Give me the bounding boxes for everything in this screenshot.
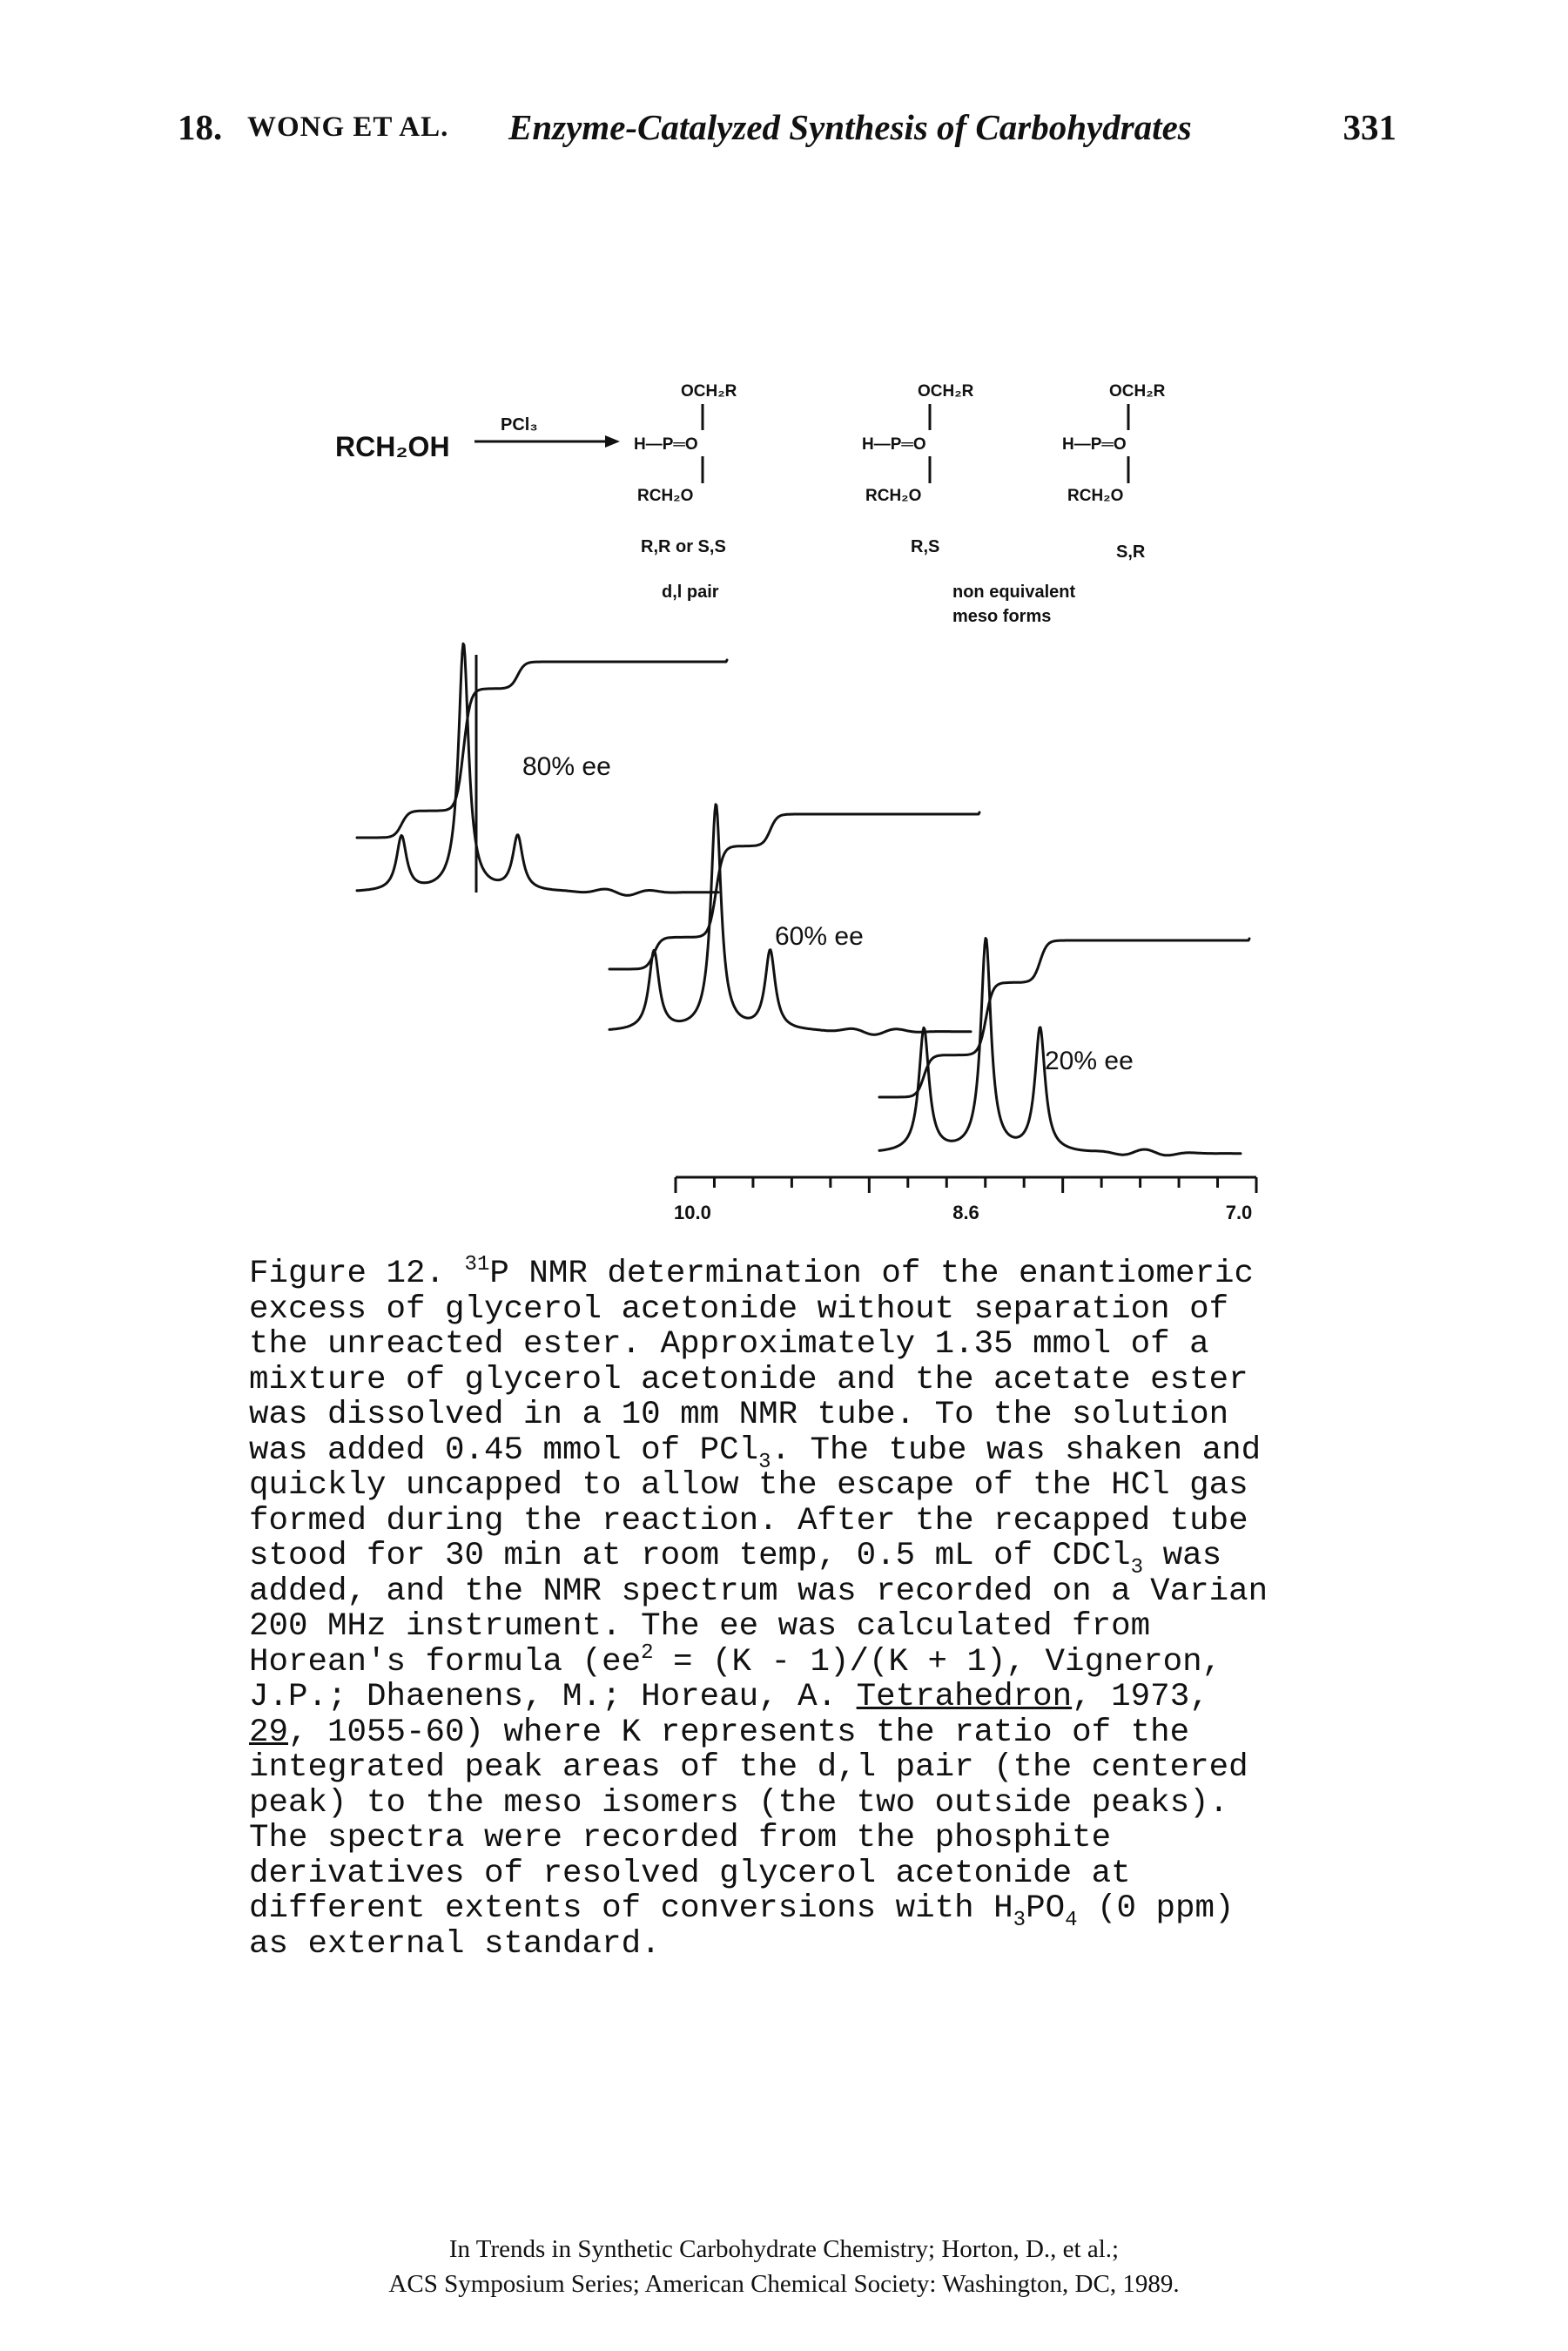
caption-line: 29, 1055-60) where K represents the rati…	[249, 1714, 1190, 1751]
reaction-scheme: RCH₂OH PCl₃ OCH₂R H—P═O RCH₂O R,R or S,S…	[335, 382, 1166, 626]
integral-trace	[608, 811, 981, 971]
structure-rs-top: OCH₂R	[918, 382, 974, 401]
caption-line: J.P.; Dhaenens, M.; Horeau, A. Tetrahedr…	[249, 1679, 1209, 1715]
caption-line: formed during the reaction. After the re…	[249, 1502, 1248, 1539]
structure-dl-middle: H—P═O	[634, 435, 698, 454]
label-rr-ss: R,R or S,S	[641, 537, 726, 556]
spectrum-2: 60% ee	[608, 803, 981, 1036]
page-number: 331	[1343, 107, 1397, 147]
figure-caption: Figure 12. 31P NMR determination of the …	[249, 1253, 1381, 1963]
spectrum-trace	[878, 937, 1242, 1157]
caption-line: integrated peak areas of the d,l pair (t…	[249, 1749, 1248, 1786]
figure-svg: RCH₂OH PCl₃ OCH₂R H—P═O RCH₂O R,R or S,S…	[335, 382, 1258, 1223]
spectrum-trace	[608, 803, 972, 1036]
structure-sr-top: OCH₂R	[1109, 382, 1166, 401]
spectrum-3: 20% ee	[878, 937, 1251, 1157]
footer-line-1: In Trends in Synthetic Carbohydrate Chem…	[448, 2235, 1120, 2263]
reagent-label: PCl₃	[501, 415, 538, 434]
ee-label: 20% ee	[1045, 1047, 1134, 1075]
caption-line: excess of glycerol acetonide without sep…	[249, 1290, 1229, 1328]
caption-line: as external standard.	[249, 1925, 661, 1963]
nmr-spectra: 80% ee 60% ee 20% ee	[355, 642, 1251, 1157]
caption-line: added, and the NMR spectrum was recorded…	[249, 1573, 1269, 1610]
chapter-authors: WONG ET AL.	[247, 111, 449, 143]
chapter-number: 18.	[178, 107, 223, 147]
caption-line: mixture of glycerol acetonide and the ac…	[249, 1361, 1248, 1398]
label-sr: S,R	[1116, 542, 1146, 562]
structure-sr-middle: H—P═O	[1062, 435, 1127, 454]
reaction-arrow-head	[605, 435, 620, 448]
x-tick-label: 7.0	[1226, 1202, 1253, 1223]
structure-rs-bottom: RCH₂O	[865, 487, 921, 505]
caption-line: The spectra were recorded from the phosp…	[249, 1820, 1112, 1856]
caption-line: was added 0.45 mmol of PCl3. The tube wa…	[249, 1431, 1262, 1474]
caption-line: derivatives of resolved glycerol acetoni…	[249, 1855, 1131, 1892]
label-dl-pair: d,l pair	[662, 583, 719, 602]
structure-dl-bottom: RCH₂O	[637, 487, 693, 505]
structure-dl-top: OCH₂R	[681, 382, 737, 401]
caption-line: stood for 30 min at room temp, 0.5 mL of…	[249, 1538, 1222, 1580]
structure-sr: OCH₂R H—P═O RCH₂O S,R	[1062, 382, 1166, 562]
caption-line: 200 MHz instrument. The ee was calculate…	[249, 1608, 1151, 1645]
caption-line: the unreacted ester. Approximately 1.35 …	[249, 1326, 1209, 1363]
label-rs: R,S	[911, 537, 939, 556]
x-axis: 10.0 8.6 7.0	[674, 1176, 1258, 1223]
spectrum-trace	[355, 642, 720, 897]
structure-rs-middle: H—P═O	[862, 435, 926, 454]
running-head: 18. WONG ET AL. Enzyme-Catalyzed Synthes…	[178, 106, 1396, 155]
label-meso-line1: non equivalent	[952, 583, 1075, 602]
caption-line: quickly uncapped to allow the escape of …	[249, 1467, 1248, 1504]
structure-rs: OCH₂R H—P═O RCH₂O R,S	[862, 382, 974, 556]
x-tick-label: 10.0	[674, 1202, 711, 1223]
ee-label: 60% ee	[775, 922, 864, 951]
spectrum-1: 80% ee	[355, 642, 729, 897]
chapter-title: Enzyme-Catalyzed Synthesis of Carbohydra…	[508, 107, 1192, 147]
ee-label: 80% ee	[522, 752, 611, 781]
label-meso-line2: meso forms	[952, 607, 1051, 626]
caption-line: peak) to the meso isomers (the two outsi…	[249, 1784, 1229, 1822]
caption-line: Figure 12. 31P NMR determination of the …	[249, 1253, 1255, 1292]
source-footer: In Trends in Synthetic Carbohydrate Chem…	[0, 2232, 1568, 2301]
caption-line: different extents of conversions with H3…	[249, 1890, 1235, 1932]
structure-dl: OCH₂R H—P═O RCH₂O R,R or S,S d,l pair	[634, 382, 737, 602]
structure-sr-bottom: RCH₂O	[1067, 487, 1123, 505]
integral-trace	[878, 937, 1251, 1099]
x-tick-label: 8.6	[952, 1202, 979, 1223]
integral-trace	[355, 658, 729, 839]
reactant-label: RCH₂OH	[335, 431, 450, 462]
caption-line: Horean's formula (ee2 = (K - 1)/(K + 1),…	[249, 1640, 1222, 1681]
figure-12: RCH₂OH PCl₃ OCH₂R H—P═O RCH₂O R,R or S,S…	[335, 382, 1258, 1223]
caption-line: was dissolved in a 10 mm NMR tube. To th…	[249, 1397, 1229, 1433]
footer-line-2: ACS Symposium Series; American Chemical …	[388, 2270, 1180, 2298]
